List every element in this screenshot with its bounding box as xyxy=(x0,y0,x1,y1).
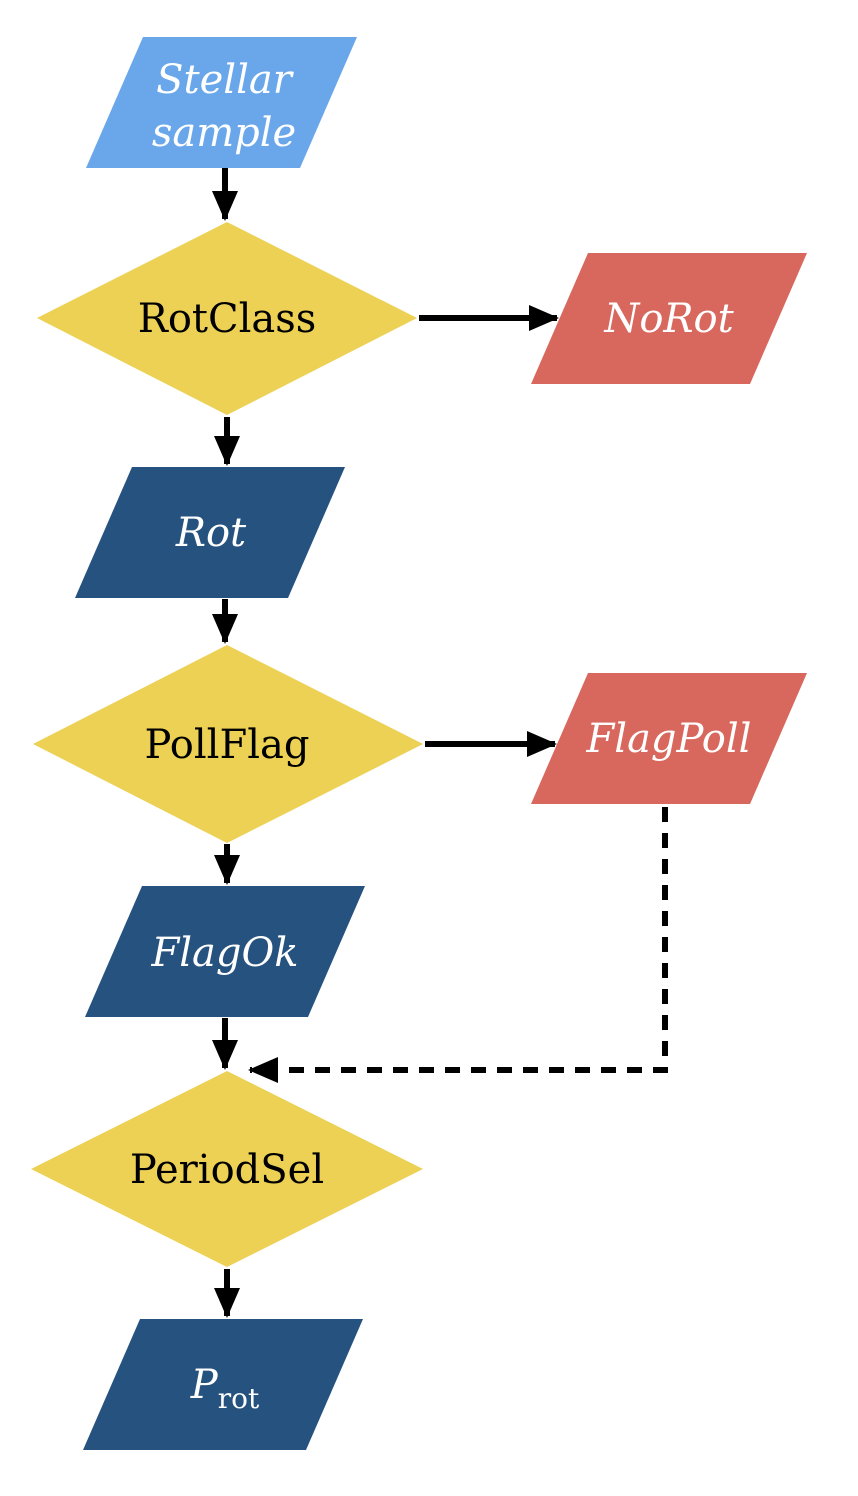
stellar-sample-label-line2: sample xyxy=(152,110,296,156)
node-norot: NoRot xyxy=(531,253,807,384)
prot-subscript: rot xyxy=(218,1382,260,1415)
rotclass-label: RotClass xyxy=(138,296,317,342)
stellar-sample-label-line1: Stellar xyxy=(156,57,295,103)
rot-shape xyxy=(75,467,345,598)
node-periodsel: PeriodSel xyxy=(31,1071,423,1267)
pollflag-shape xyxy=(33,645,423,843)
node-prot: Prot xyxy=(83,1319,363,1450)
norot-label: NoRot xyxy=(603,296,734,342)
pollflag-label: PollFlag xyxy=(145,722,310,768)
edge-flagpoll-to-periodsel-dashed xyxy=(248,807,668,1083)
prot-symbol: P xyxy=(190,1362,219,1408)
flagok-label: FlagOk xyxy=(150,930,298,976)
node-rotclass: RotClass xyxy=(37,222,417,415)
rotclass-shape xyxy=(37,222,417,415)
node-stellar-sample: Stellar sample xyxy=(86,37,357,168)
periodsel-label: PeriodSel xyxy=(130,1147,324,1193)
node-pollflag: PollFlag xyxy=(33,645,423,843)
flagpoll-shape xyxy=(531,673,807,804)
flagok-shape xyxy=(85,886,365,1017)
flagpoll-label: FlagPoll xyxy=(586,716,752,762)
stellar-sample-shape xyxy=(86,37,357,168)
periodsel-shape xyxy=(31,1071,423,1267)
prot-label: Prot xyxy=(190,1362,260,1415)
node-flagpoll: FlagPoll xyxy=(531,673,807,804)
rot-label: Rot xyxy=(175,510,247,556)
edges xyxy=(212,168,668,1318)
norot-shape xyxy=(531,253,807,384)
node-flagok: FlagOk xyxy=(85,886,365,1017)
node-rot: Rot xyxy=(75,467,345,598)
prot-shape xyxy=(83,1319,363,1450)
